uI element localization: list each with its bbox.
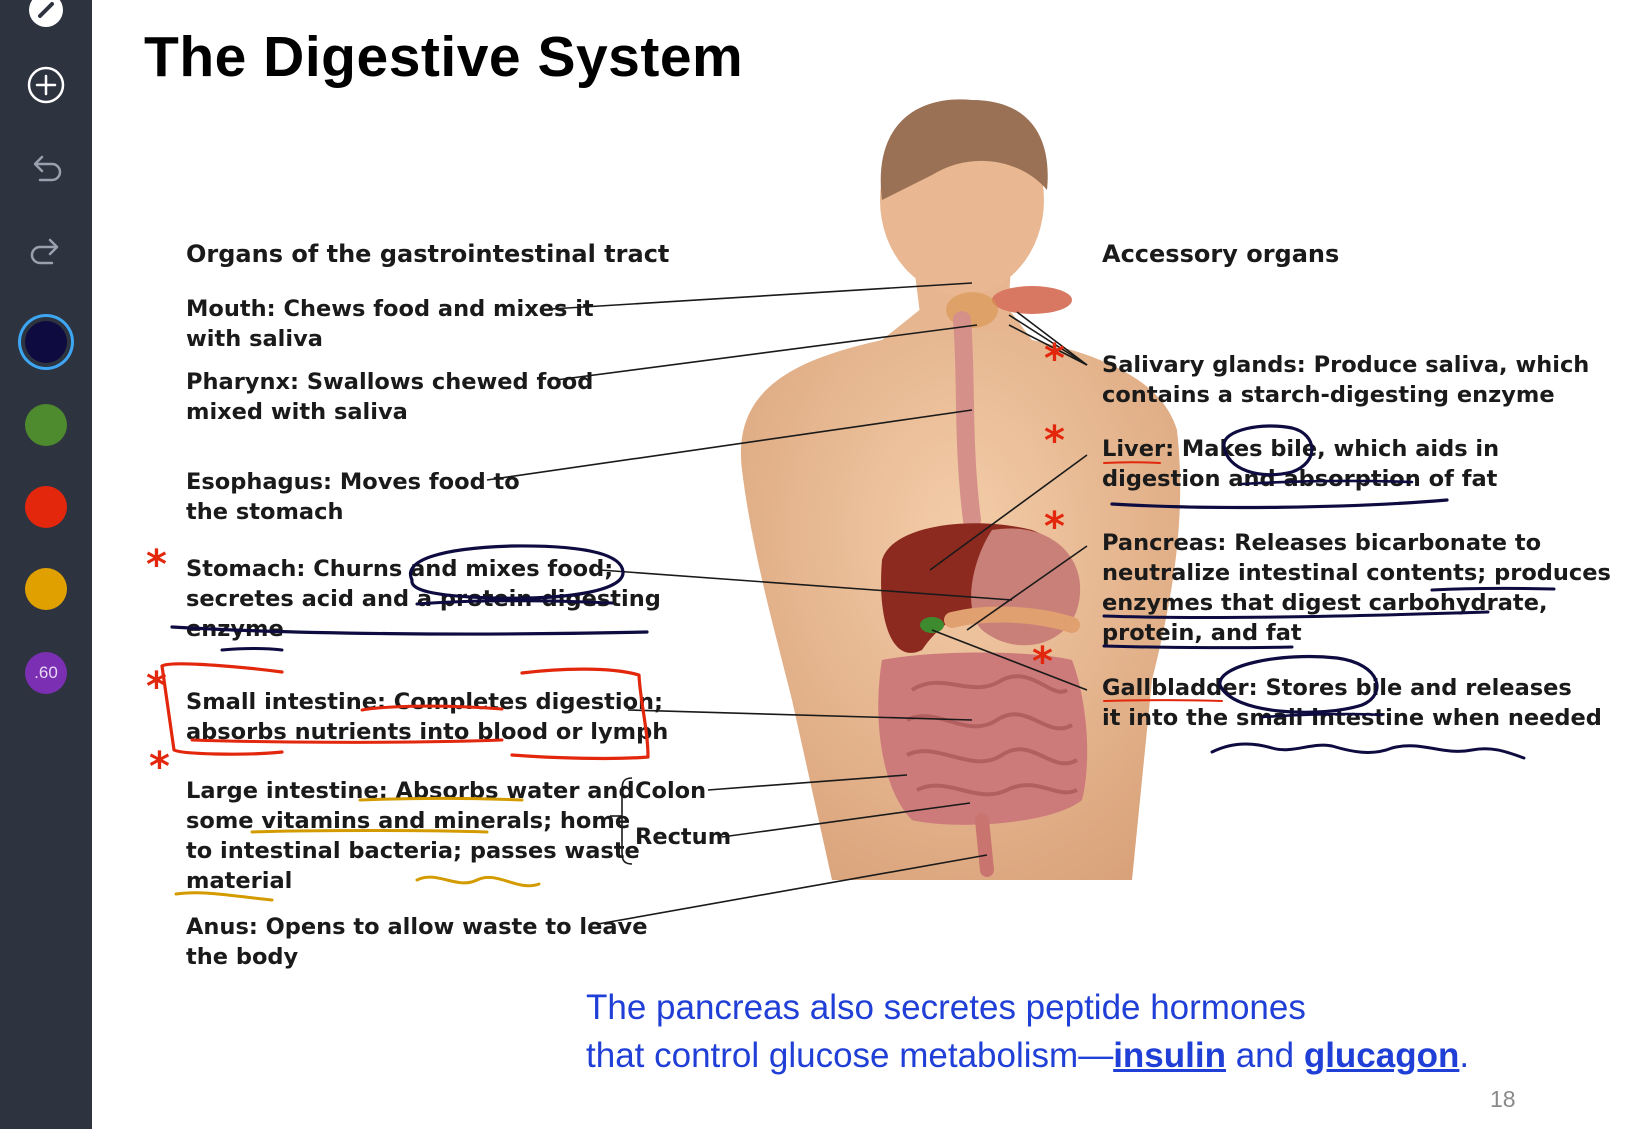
pancreas-hormone-note: The pancreas also secretes peptide hormo… [586,988,1470,1075]
red-asterisk-small-intestine-2: * [149,744,170,790]
red-asterisk-salivary: * [1044,336,1065,382]
salivary-glands-label: Salivary glands: Produce saliva, which c… [1102,352,1590,408]
slide-canvas: The Digestive System [92,0,1640,1129]
page-number: 18 [1490,1086,1516,1112]
redo-icon[interactable] [22,227,70,275]
ink-annotations: * * * * * * * [146,336,1556,902]
navy-underline-produces [1430,586,1556,592]
color-swatch-red[interactable] [25,486,67,528]
navy-underline-protein [1102,644,1294,650]
gi-tract-heading: Organs of the gastrointestinal tract [186,240,670,268]
red-underline-completes [360,704,504,712]
navy-circle-stores-bile [1218,654,1379,714]
red-asterisk-gallbladder: * [1032,639,1053,685]
red-underline-gallbladder [1103,699,1223,702]
insulin-link[interactable]: insulin [1113,1036,1226,1075]
add-icon[interactable] [22,61,70,109]
undo-icon[interactable] [22,144,70,192]
color-swatch-green[interactable] [25,404,67,446]
navy-circle-mixes-food [408,544,625,600]
gold-underline-absorbs-water [358,797,524,802]
navy-underline-enzyme [220,647,284,652]
glucagon-link[interactable]: glucagon [1303,1036,1460,1075]
gold-underline-material [174,891,274,902]
red-asterisk-stomach: * [146,542,167,588]
red-underline-absorbs [190,738,504,744]
navy-circle-bile [1222,424,1314,477]
red-box-small-intestine [160,662,650,761]
esophagus-label: Esophagus: Moves food to the stomach [186,469,520,525]
anus-label: Anus: Opens to allow waste to leave the … [186,914,648,970]
red-asterisk-liver: * [1044,418,1065,464]
gold-underline-vitamins [250,829,489,834]
navy-strike-small-intestine [1260,712,1384,719]
anatomy-illustration [486,99,1181,925]
slide-title: The Digestive System [144,25,744,89]
navy-strike-absorption [1240,479,1414,486]
liver-label: Liver: Makes bile, which aids in digesti… [1102,436,1500,492]
colon-label: Colon [635,778,707,804]
mouth-label: Mouth: Chews food and mixes it with sali… [186,296,594,352]
navy-underline-enzymes [1102,610,1490,619]
rectum-label: Rectum [635,824,732,850]
tool-sidebar: .60 [0,0,92,1129]
red-underline-liver [1103,461,1161,464]
pencil-icon[interactable] [22,0,70,34]
navy-underline-liver [1110,498,1449,510]
pancreas-label: Pancreas: Releases bicarbonate to neutra… [1102,530,1611,646]
pharynx-label: Pharynx: Swallows chewed food mixed with… [186,369,594,425]
accessory-organs-heading: Accessory organs [1102,240,1340,268]
pen-size-button[interactable]: .60 [25,652,67,694]
navy-strike-protein-digesting [415,599,614,606]
navy-underline-stomach [170,625,649,636]
navy-squiggle-gallbladder [1210,742,1526,760]
red-asterisk-pancreas: * [1044,504,1065,550]
gold-squiggle-waste [415,875,541,888]
color-swatch-gold[interactable] [25,568,67,610]
color-swatch-navy[interactable] [25,321,67,363]
